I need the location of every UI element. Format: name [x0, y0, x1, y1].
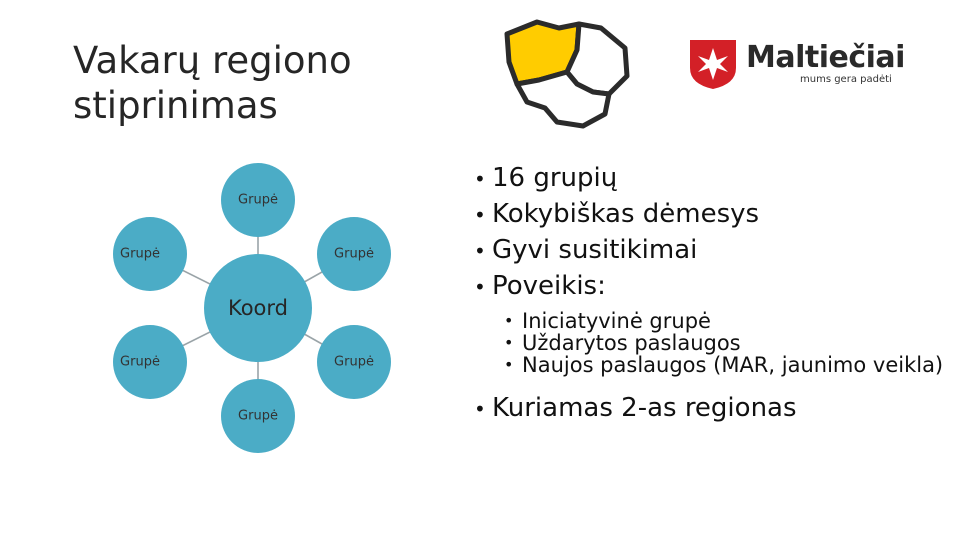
group-node-label: Grupė — [238, 408, 278, 424]
group-node-label: Grupė — [120, 354, 160, 370]
diagram-canvas — [113, 163, 391, 453]
group-node-circle — [221, 163, 295, 237]
maltese-cross-shield-icon — [690, 40, 736, 89]
sub-bullet-list: Iniciatyvinė grupė Uždarytos paslaugos N… — [474, 310, 944, 376]
bullet-item: 16 grupių — [474, 160, 944, 197]
group-node-label: Grupė — [334, 246, 374, 262]
bullet-item: Gyvi susitikimai — [474, 232, 944, 269]
logo-name: Maltiečiai — [746, 40, 905, 75]
coordination-diagram: Grupė Grupė Grupė Grupė Grupė Grupė Koor… — [110, 160, 410, 460]
bullet-item: Poveikis: — [474, 268, 944, 305]
sub-bullet-item: Naujos paslaugos (MAR, jaunimo veikla) — [504, 354, 944, 376]
group-node-label: Grupė — [334, 354, 374, 370]
group-node-circle — [113, 325, 187, 399]
slide-title-line-2: stiprinimas — [73, 84, 278, 127]
group-node-circle — [317, 325, 391, 399]
center-node-circle — [204, 254, 312, 362]
slide-title-line-1: Vakarų regiono — [73, 39, 352, 82]
group-node-label: Grupė — [120, 246, 160, 262]
maltieciai-logo: Maltiečiai mums gera padėti — [688, 38, 908, 90]
group-node-label: Grupė — [238, 192, 278, 208]
group-node-circle — [317, 217, 391, 291]
lithuania-regions-map-icon — [504, 19, 630, 129]
sub-bullet-item: Iniciatyvinė grupė — [504, 310, 944, 332]
group-node-circle — [221, 379, 295, 453]
logo-tagline: mums gera padėti — [800, 74, 892, 85]
bullet-list: 16 grupių Kokybiškas dėmesys Gyvi susiti… — [474, 160, 944, 427]
bullet-item: Kuriamas 2-as regionas — [474, 390, 944, 427]
sub-bullet-item: Uždarytos paslaugos — [504, 332, 944, 354]
center-node-label: Koord — [227, 296, 289, 320]
group-node-circle — [113, 217, 187, 291]
slide-title: Vakarų regiono stiprinimas — [73, 38, 352, 128]
bullet-item: Kokybiškas dėmesys — [474, 196, 944, 233]
